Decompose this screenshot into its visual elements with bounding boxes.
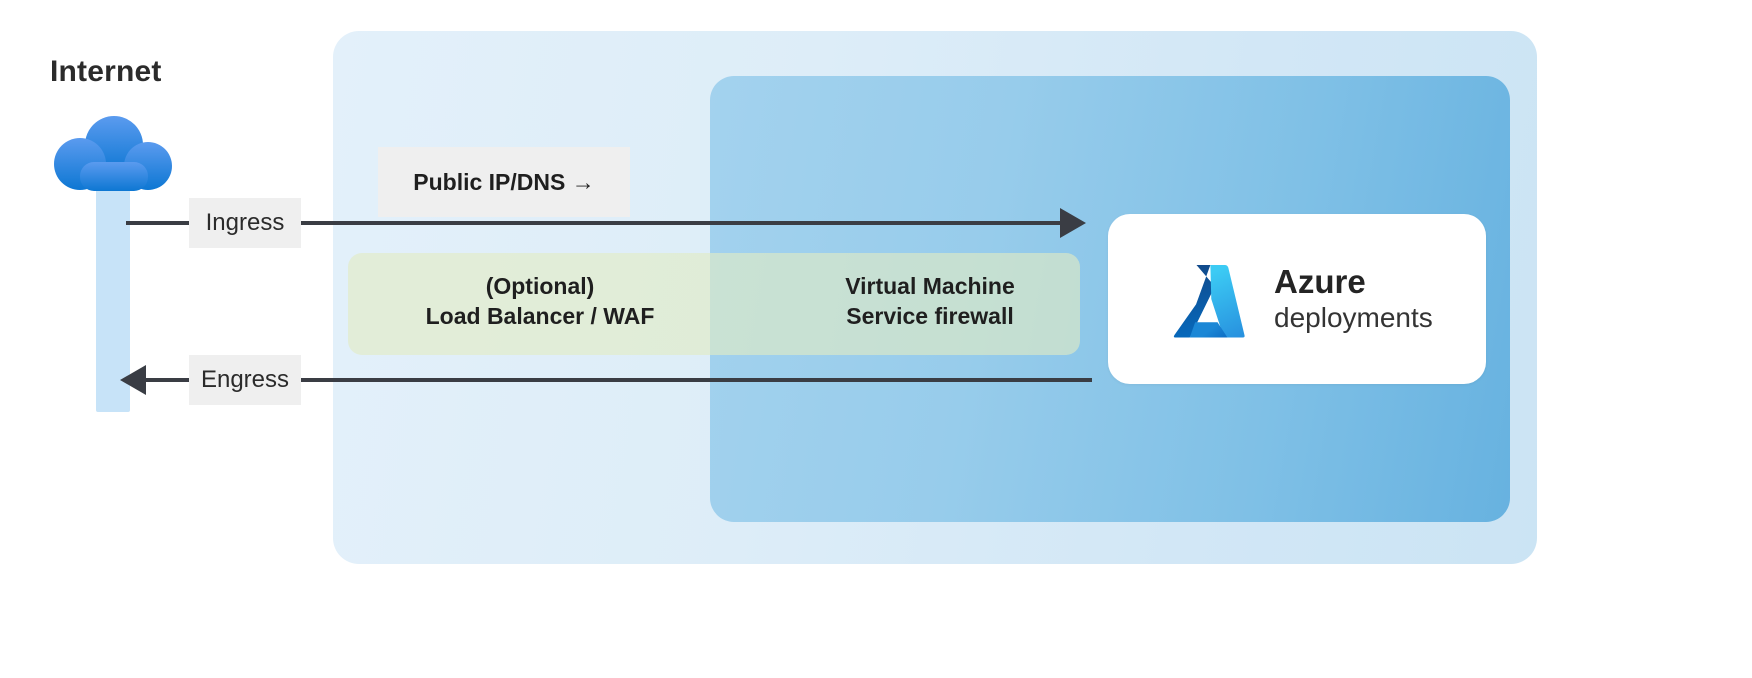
arrow-left-icon bbox=[120, 365, 146, 395]
optional-security-layer-band bbox=[348, 253, 1080, 355]
internet-label: Internet bbox=[50, 55, 162, 88]
egress-flow-line bbox=[140, 378, 1092, 382]
ingress-flow-line bbox=[126, 221, 1082, 225]
cloud-icon bbox=[54, 116, 172, 191]
arrow-right-icon bbox=[1060, 208, 1086, 238]
egress-label: Engress bbox=[189, 355, 301, 405]
azure-card-text: Azure deployments bbox=[1274, 262, 1433, 335]
azure-title: Azure bbox=[1274, 262, 1366, 300]
azure-deployments-card[interactable]: Azure deployments bbox=[1108, 214, 1486, 384]
load-balancer-waf-line2: Load Balancer / WAF bbox=[425, 303, 655, 330]
load-balancer-waf-line1: (Optional) bbox=[485, 273, 595, 299]
load-balancer-waf-label: (Optional) Load Balancer / WAF bbox=[390, 271, 690, 332]
azure-logo-icon bbox=[1173, 264, 1245, 338]
ingress-label: Ingress bbox=[189, 198, 301, 248]
vm-service-firewall-line2: Service firewall bbox=[846, 303, 1014, 330]
vm-service-firewall-line1: Virtual Machine bbox=[845, 273, 1015, 299]
azure-subtitle: deployments bbox=[1274, 301, 1433, 333]
vm-service-firewall-label: Virtual Machine Service firewall bbox=[780, 271, 1080, 332]
public-ip-dns-label: Public IP/DNS → bbox=[378, 147, 630, 217]
